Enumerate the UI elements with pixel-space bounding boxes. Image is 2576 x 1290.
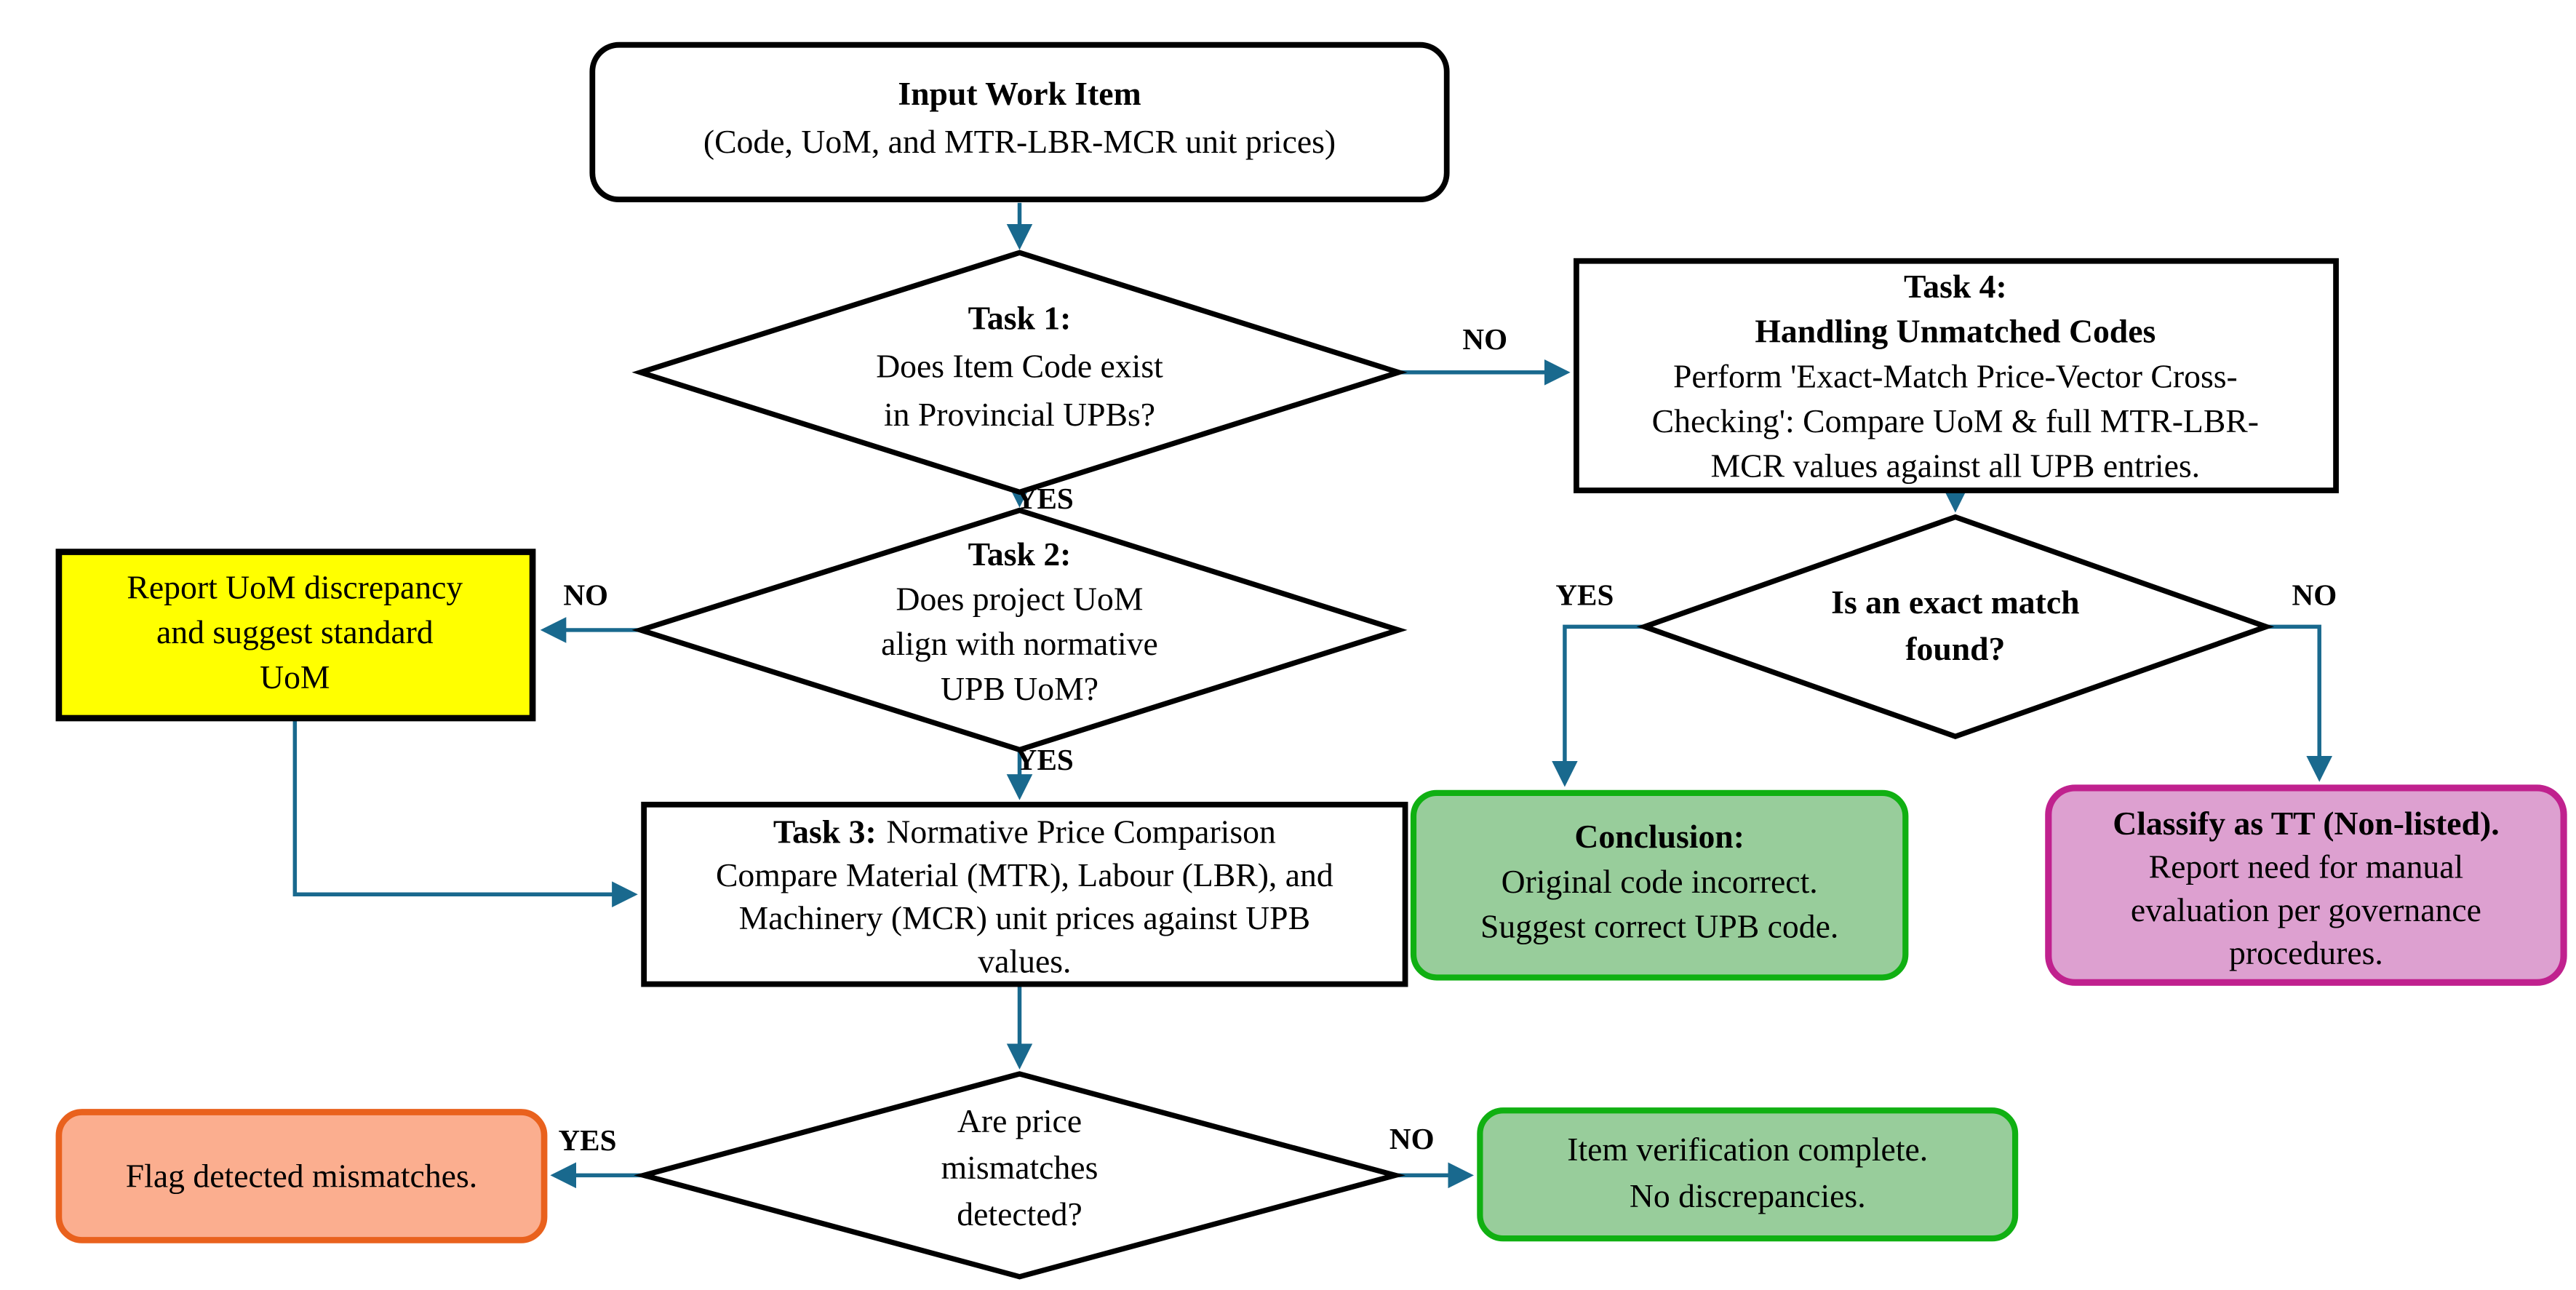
mismatch-line1: Are price: [957, 1102, 1082, 1139]
task2-line2: align with normative: [881, 625, 1158, 662]
task2-line1: Does project UoM: [896, 581, 1143, 618]
classify-tt-line1: Report need for manual: [2149, 848, 2464, 885]
conclusion-line2: Suggest correct UPB code.: [1480, 908, 1838, 945]
classify-tt-line2: evaluation per governance: [2131, 891, 2481, 928]
node-price-mismatch-decision: Are price mismatches detected?: [634, 1071, 1405, 1280]
conclusion-line1: Original code incorrect.: [1502, 863, 1818, 900]
task3-title-line: Task 3:Normative Price Comparison: [773, 813, 1276, 850]
node-task2-decision: Task 2: Does project UoM align with norm…: [631, 507, 1408, 753]
task4-node-shape: [1574, 258, 2339, 493]
flag-mismatches-shape: [55, 1109, 548, 1243]
node-report-uom-discrepancy: Report UoM discrepancy and suggest stand…: [55, 549, 536, 722]
node-classify-tt: Classify as TT (Non-listed). Report need…: [2045, 784, 2567, 986]
flag-mismatches-text: Flag detected mismatches.: [126, 1157, 477, 1194]
task1-diamond-shape: [631, 250, 1408, 495]
mismatch-line2: mismatches: [941, 1149, 1098, 1186]
label-exactmatch-yes: YES: [1555, 578, 1614, 612]
node-verification-complete: Item verification complete. No discrepan…: [1477, 1107, 2019, 1242]
task2-diamond-shape: [631, 507, 1408, 753]
task2-title: Task 2:: [968, 535, 1072, 573]
input-node-title: Input Work Item: [898, 75, 1141, 112]
task4-title: Task 4:: [1904, 268, 2007, 305]
report-uom-line1: Report UoM discrepancy: [127, 569, 463, 606]
node-flag-mismatches: Flag detected mismatches.: [55, 1109, 548, 1243]
classify-tt-title: Classify as TT (Non-listed).: [2113, 805, 2499, 842]
input-node-subtitle: (Code, UoM, and MTR-LBR-MCR unit prices): [703, 123, 1336, 160]
task4-line2: Checking': Compare UoM & full MTR-LBR-: [1652, 402, 2259, 439]
report-uom-shape: [55, 549, 536, 722]
branch-labels: NO YES NO YES YES NO YES NO: [558, 322, 2337, 1157]
verification-complete-line1: Item verification complete.: [1567, 1131, 1928, 1168]
report-uom-line2: and suggest standard: [156, 613, 434, 650]
task1-line2: in Provincial UPBs?: [884, 396, 1155, 433]
node-task4-unmatched-codes: Task 4: Handling Unmatched Codes Perform…: [1574, 258, 2339, 493]
verification-complete-shape: [1477, 1107, 2019, 1242]
task3-line3: values.: [978, 943, 1071, 980]
exact-match-diamond-shape: [1636, 514, 2275, 740]
label-task2-no: NO: [563, 578, 608, 612]
task3-line2: Machinery (MCR) unit prices against UPB: [739, 899, 1310, 936]
exact-match-line1: Is an exact match: [1831, 584, 2079, 621]
task4-line3: MCR values against all UPB entries.: [1711, 447, 2201, 485]
conclusion-shape: [1410, 789, 1909, 981]
task3-line1: Compare Material (MTR), Labour (LBR), an…: [716, 856, 1333, 893]
label-exactmatch-no: NO: [2292, 578, 2337, 612]
task1-title: Task 1:: [968, 299, 1072, 336]
task3-node-shape: [641, 801, 1408, 987]
node-task1-decision: Task 1: Does Item Code exist in Provinci…: [631, 250, 1408, 495]
mismatch-diamond-shape: [634, 1071, 1405, 1280]
connector-exactmatch-yes-conclusion: [1552, 624, 1643, 787]
label-mismatch-no: NO: [1389, 1122, 1435, 1155]
task4-subtitle: Handling Unmatched Codes: [1755, 313, 2156, 350]
classify-tt-line3: procedures.: [2229, 934, 2383, 971]
classify-tt-shape: [2045, 784, 2567, 986]
node-exact-match-decision: Is an exact match found?: [1636, 514, 2275, 740]
label-mismatch-yes: YES: [558, 1123, 616, 1157]
task2-line3: UPB UoM?: [941, 670, 1098, 707]
label-task1-no: NO: [1462, 322, 1507, 356]
task1-line1: Does Item Code exist: [876, 348, 1163, 385]
connector-exactmatch-no-classify: [2268, 624, 2333, 782]
node-task3-price-comparison: Task 3:Normative Price Comparison Compar…: [641, 801, 1408, 987]
node-input-work-item: Input Work Item (Code, UoM, and MTR-LBR-…: [589, 41, 1450, 203]
connectors: [292, 202, 2333, 1189]
exact-match-line2: found?: [1905, 630, 2005, 667]
node-conclusion: Conclusion: Original code incorrect. Sug…: [1410, 789, 1909, 981]
input-node-shape: [589, 41, 1450, 203]
connector-report-task3: [292, 720, 638, 908]
conclusion-title: Conclusion:: [1574, 818, 1744, 855]
report-uom-line3: UoM: [260, 658, 330, 696]
verification-complete-line2: No discrepancies.: [1630, 1177, 1866, 1214]
mismatch-line3: detected?: [957, 1195, 1082, 1233]
task4-line1: Perform 'Exact-Match Price-Vector Cross-: [1673, 357, 2238, 394]
